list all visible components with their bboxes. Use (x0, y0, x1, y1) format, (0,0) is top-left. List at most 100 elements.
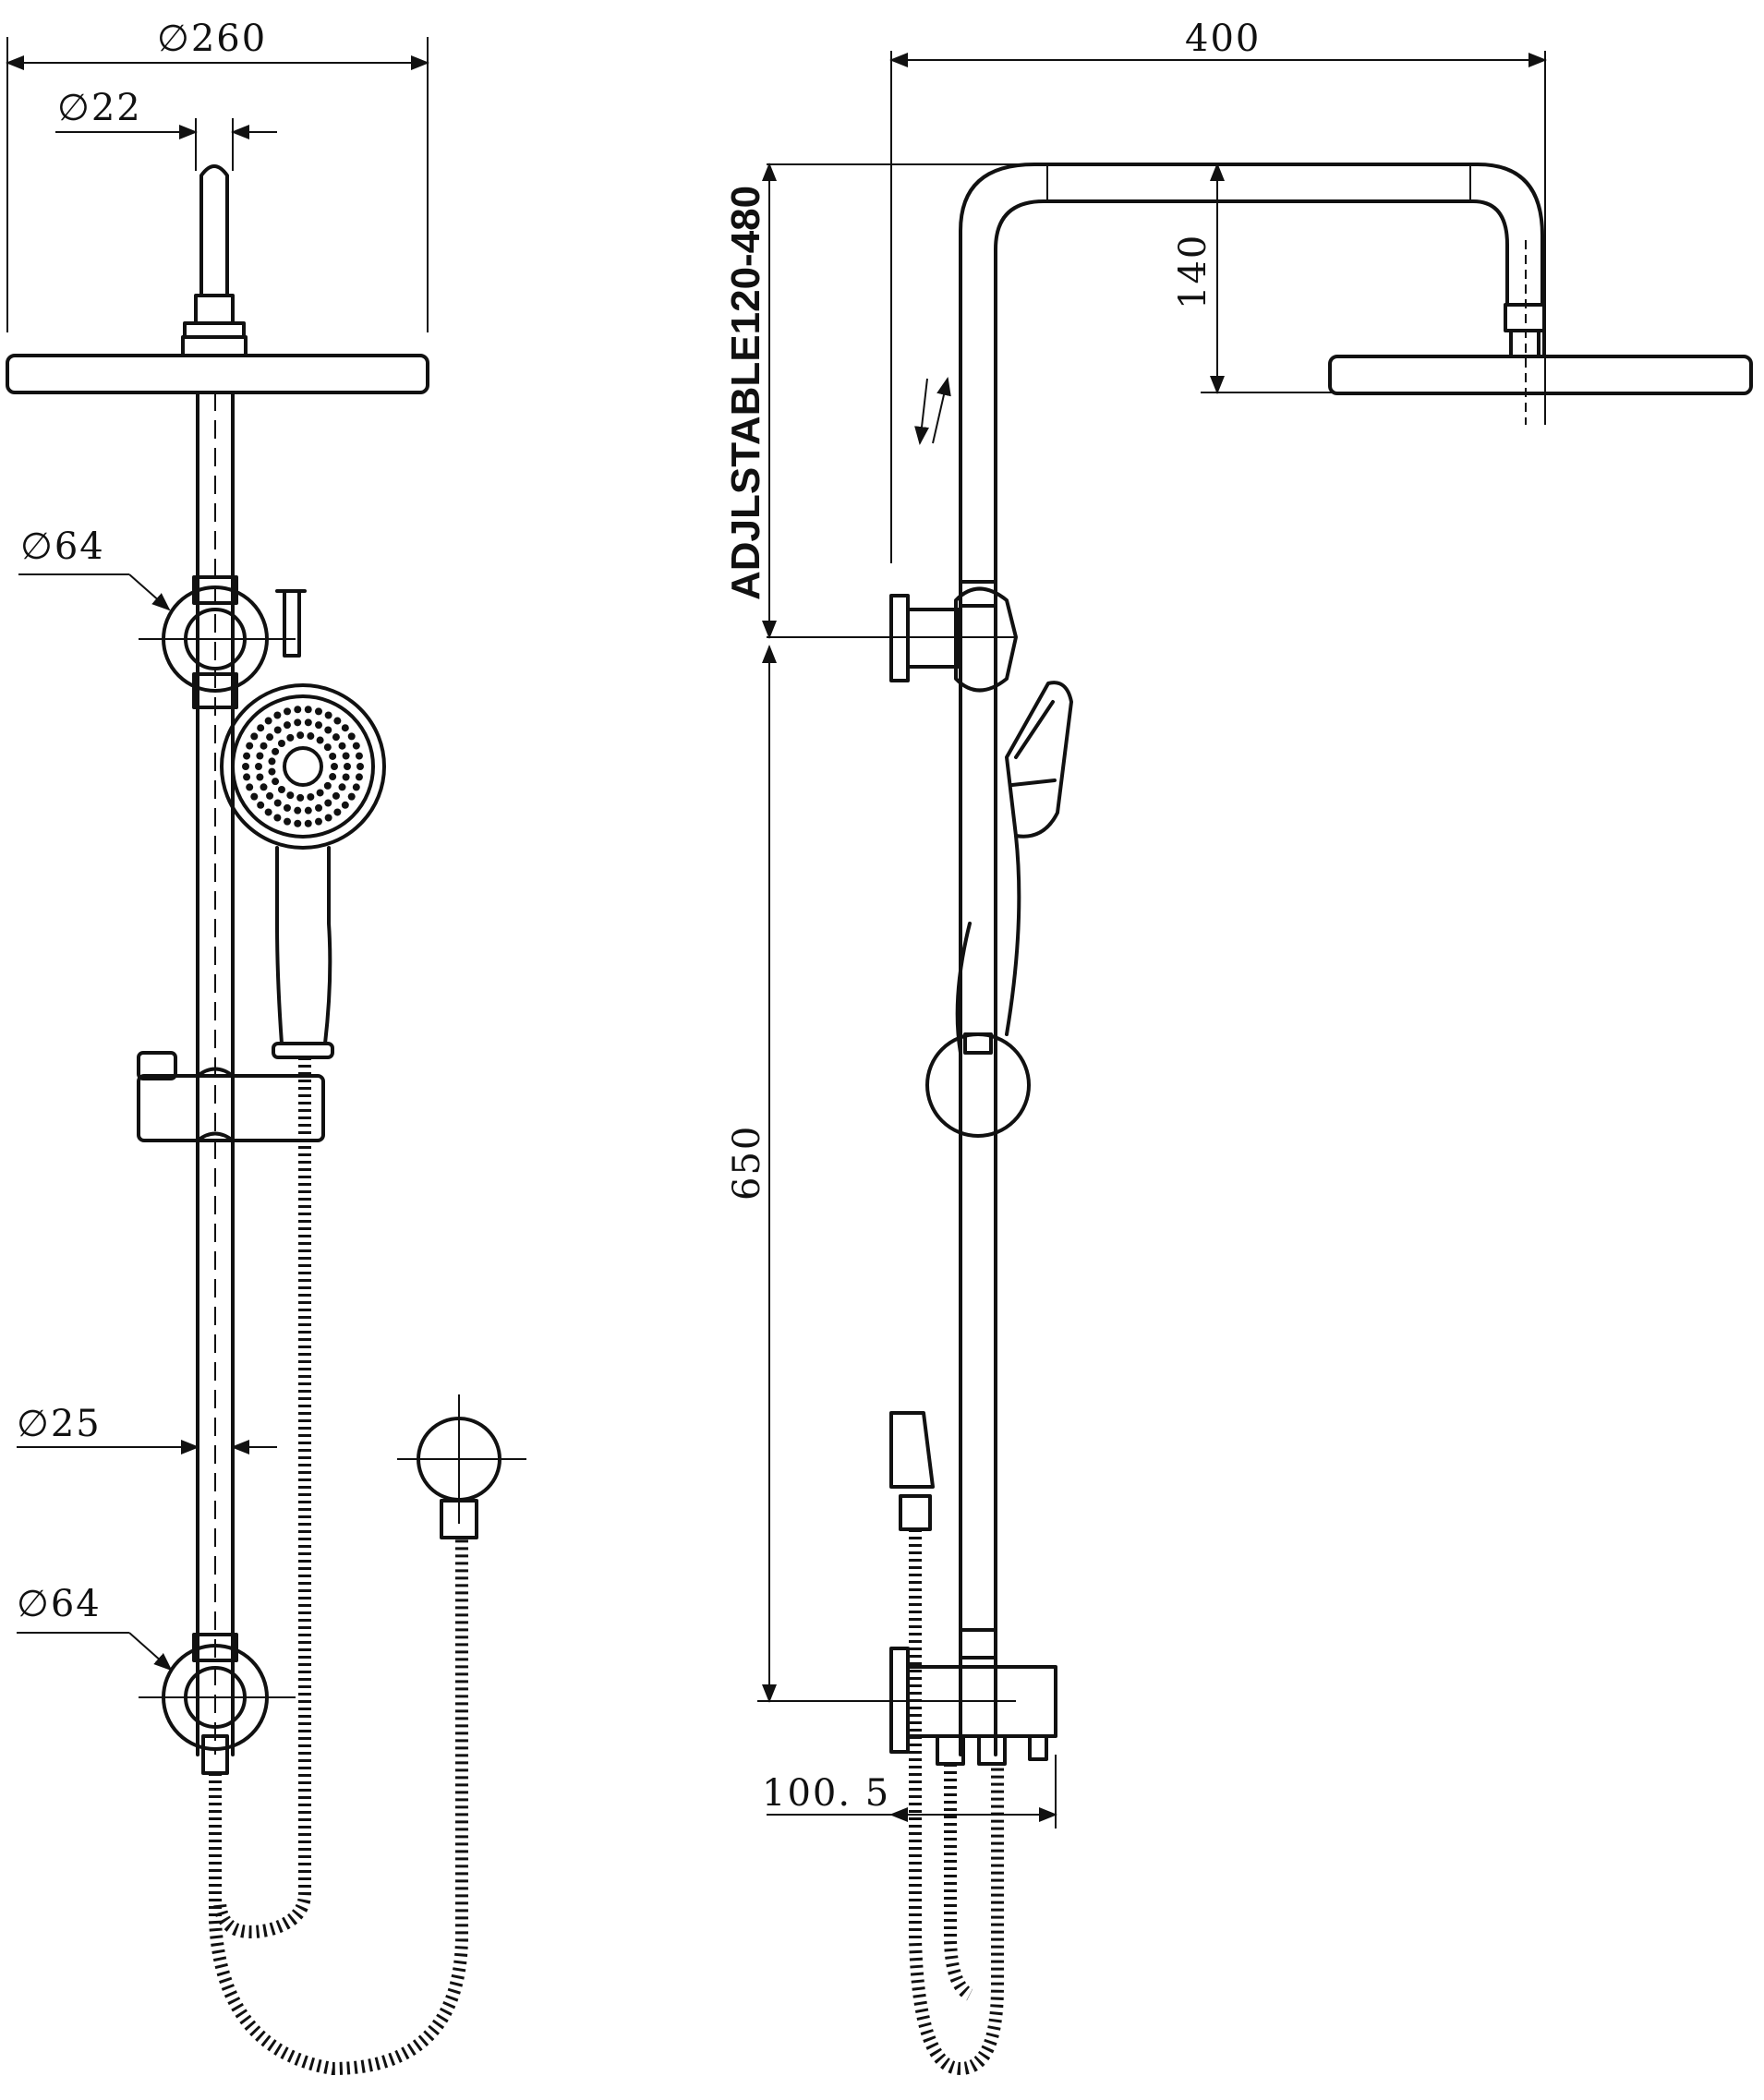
nozzle-dot (283, 803, 291, 812)
nozzle-dot (315, 721, 323, 730)
nozzle-dot (250, 792, 259, 801)
nozzle-dot (304, 819, 312, 827)
nozzle-dot (304, 718, 312, 727)
nozzle-dot (329, 752, 337, 760)
nozzle-dot (332, 733, 340, 742)
nozzle-dot (341, 724, 349, 732)
side-rain-head (1328, 329, 1753, 395)
nozzle-dot (323, 781, 332, 790)
nozzle-dot (273, 799, 282, 807)
rain-shower-head (6, 354, 429, 394)
nozzle-dot (273, 726, 282, 734)
side-hoses (909, 1529, 1004, 2076)
nozzle-dot (246, 742, 254, 750)
nozzle-dot (304, 806, 312, 815)
nozzle-dot (243, 773, 251, 781)
dim-rail-length: 650 (726, 645, 1016, 1703)
nozzle-dot (272, 778, 280, 786)
dim-head-diameter-label: ∅260 (157, 18, 267, 60)
nozzle-dot (257, 724, 265, 732)
nozzle-dot (266, 791, 274, 800)
front-hoses (209, 1057, 468, 2076)
nozzle-dot (352, 783, 360, 791)
nozzle-dot (277, 739, 285, 747)
nozzle-dot (256, 773, 264, 781)
nozzle-dot (329, 773, 337, 781)
nozzle-dot (286, 733, 295, 742)
nozzle-dot (246, 783, 254, 791)
nozzle-dot (268, 767, 276, 776)
side-rail (959, 580, 997, 1756)
nozzle-dot (341, 801, 349, 809)
nozzle-dot (324, 799, 332, 807)
nozzle-dot (315, 803, 323, 812)
dim-arm-reach-label: 400 (1185, 18, 1261, 60)
top-wall-bracket: ∅64 (18, 525, 307, 709)
nozzle-dot (283, 721, 291, 730)
dim-head-diameter: ∅260 (6, 18, 429, 332)
nozzle-dot (294, 718, 302, 727)
nozzle-dot (344, 763, 351, 770)
nozzle-dot (273, 711, 282, 719)
side-wall-outlet (889, 1411, 935, 1531)
nozzle-dot (342, 773, 350, 781)
nozzle-dot (294, 806, 302, 815)
nozzle-dot (331, 763, 338, 770)
nozzle-dot (286, 791, 295, 800)
dim-arm-diameter: ∅22 (55, 87, 277, 171)
nozzle-dot (272, 747, 280, 755)
dim-adjustable-label: ADJLSTABLE120-480 (723, 186, 768, 600)
nozzle-dot (333, 717, 342, 725)
arm-stub (181, 164, 248, 357)
nozzle-dot (284, 707, 292, 716)
dim-rail-length-label: 650 (726, 1125, 768, 1201)
bottom-wall-bracket: ∅64 (17, 1583, 296, 1775)
nozzle-dot (264, 717, 272, 725)
slide-holder (137, 1051, 325, 1142)
side-slide-holder (925, 1032, 1031, 1138)
nozzle-dot (256, 752, 264, 760)
nozzle-dot (347, 732, 356, 741)
nozzle-dot (243, 752, 251, 760)
nozzle-dot (260, 783, 268, 791)
nozzle-dot (264, 808, 272, 816)
side-shower-arm (959, 163, 1546, 584)
front-view: ∅260 ∅22 (6, 18, 526, 2076)
nozzle-dot (284, 817, 292, 826)
dim-wall-offset-label: 100. 5 (762, 1772, 890, 1815)
dim-arm-height: 140 (1172, 163, 1339, 394)
nozzle-dot (242, 763, 249, 770)
dim-arm-diameter-label: ∅22 (57, 87, 142, 129)
nozzle-dot (277, 786, 285, 794)
dim-adjustable: ADJLSTABLE120-480 (723, 163, 1044, 639)
dim-rail-diameter-label: ∅25 (17, 1403, 102, 1445)
nozzle-dot (266, 733, 274, 742)
nozzle-dot (324, 814, 332, 822)
nozzle-dot (338, 783, 346, 791)
nozzle-dot (296, 731, 305, 740)
nozzle-dot (324, 711, 332, 719)
nozzle-dot (273, 814, 282, 822)
nozzle-dot (356, 763, 364, 770)
nozzle-dot (250, 732, 259, 741)
nozzle-dot (255, 763, 262, 770)
nozzle-dot (314, 707, 322, 716)
nozzle-dot (294, 706, 302, 714)
nozzle-dot (332, 791, 340, 800)
nozzle-dot (324, 726, 332, 734)
nozzle-dot (268, 757, 276, 766)
side-upper-bracket (889, 580, 1018, 693)
nozzle-dot (333, 808, 342, 816)
nozzle-dot (304, 706, 312, 714)
nozzle-dot (342, 752, 350, 760)
dim-bracket-bottom-label: ∅64 (17, 1583, 102, 1625)
nozzle-dot (307, 792, 315, 801)
nozzle-dot (316, 736, 324, 744)
side-hand-shower (955, 681, 1073, 1055)
nozzle-dot (323, 743, 332, 752)
nozzle-dot (296, 793, 305, 802)
nozzle-dot (355, 773, 363, 781)
nozzle-dot (338, 742, 346, 750)
dim-arm-reach: 400 (889, 18, 1547, 563)
